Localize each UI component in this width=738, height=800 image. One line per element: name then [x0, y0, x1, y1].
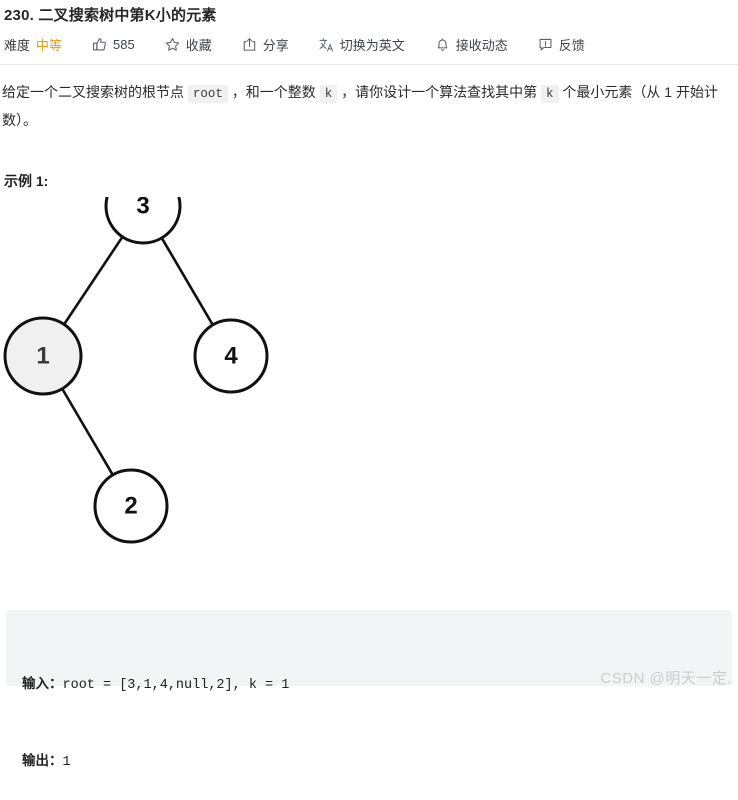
tree-node-2-label: 2	[124, 493, 137, 520]
edge-3-to-4	[160, 236, 215, 327]
binary-tree-diagram: 3 1 4 2	[0, 197, 300, 597]
subscribe-button[interactable]: 接收动态	[435, 35, 508, 54]
like-count: 585	[113, 37, 135, 52]
like-button[interactable]: 585	[92, 37, 135, 52]
difficulty-indicator: 难度 中等	[4, 35, 62, 54]
description-text-3: ，请你设计一个算法查找其中第	[337, 84, 541, 100]
bell-icon	[435, 37, 450, 52]
tree-edges	[60, 235, 215, 477]
tree-node-1-label: 1	[36, 343, 49, 370]
edge-1-to-2	[60, 387, 115, 477]
tree-node-3-label: 3	[136, 197, 149, 220]
tree-svg: 3 1 4 2	[3, 197, 269, 544]
example-heading: 示例 1:	[4, 173, 49, 189]
problem-description: 给定一个二叉搜索树的根节点 root ，和一个整数 k ，请你设计一个算法查找其…	[0, 65, 738, 133]
share-icon	[242, 37, 257, 52]
example-io-block: 输入：root = [3,1,4,null,2], k = 1 输出：1	[6, 610, 732, 770]
subscribe-label: 接收动态	[455, 38, 508, 53]
tree-node-4-label: 4	[224, 343, 238, 370]
translate-icon	[319, 37, 334, 52]
inline-code-k-2: k	[540, 85, 559, 103]
input-label: 输入：	[22, 676, 63, 691]
translate-button[interactable]: 切换为英文	[319, 35, 405, 54]
difficulty-label: 难度	[4, 38, 31, 53]
header-divider	[0, 64, 738, 65]
example-input-line: 输入：root = [3,1,4,null,2], k = 1	[22, 671, 716, 698]
tree-node-4: 4	[193, 318, 269, 394]
tree-nodes: 3 1 4 2	[3, 197, 269, 544]
feedback-icon	[538, 37, 553, 52]
thumbs-up-icon	[92, 37, 107, 52]
share-button[interactable]: 分享	[242, 35, 289, 54]
star-icon	[165, 37, 180, 52]
translate-label: 切换为英文	[339, 38, 405, 53]
description-text-4: 个最小元素（从 1 开始计数）。	[2, 84, 718, 128]
favorite-button[interactable]: 收藏	[165, 35, 212, 54]
favorite-label: 收藏	[185, 38, 212, 53]
output-label: 输出：	[22, 753, 63, 768]
inline-code-k-1: k	[319, 85, 338, 103]
tree-node-3: 3	[104, 197, 182, 245]
problem-meta-bar: 难度 中等 585 收藏 分享	[0, 27, 738, 64]
page-title: 230. 二叉搜索树中第K小的元素	[4, 7, 217, 24]
tree-node-2: 2	[93, 468, 169, 544]
input-value: root = [3,1,4,null,2], k = 1	[62, 678, 290, 693]
feedback-button[interactable]: 反馈	[538, 35, 585, 54]
output-value: 1	[62, 755, 71, 770]
share-label: 分享	[262, 38, 289, 53]
difficulty-value: 中等	[36, 38, 63, 53]
description-text-2: ，和一个整数	[227, 84, 320, 100]
tree-node-1: 1	[3, 316, 83, 396]
feedback-label: 反馈	[558, 38, 585, 53]
example-output-line: 输出：1	[22, 748, 716, 775]
description-text-1: 给定一个二叉搜索树的根节点	[2, 84, 188, 100]
edge-3-to-1	[62, 235, 124, 326]
inline-code-root: root	[187, 85, 228, 103]
